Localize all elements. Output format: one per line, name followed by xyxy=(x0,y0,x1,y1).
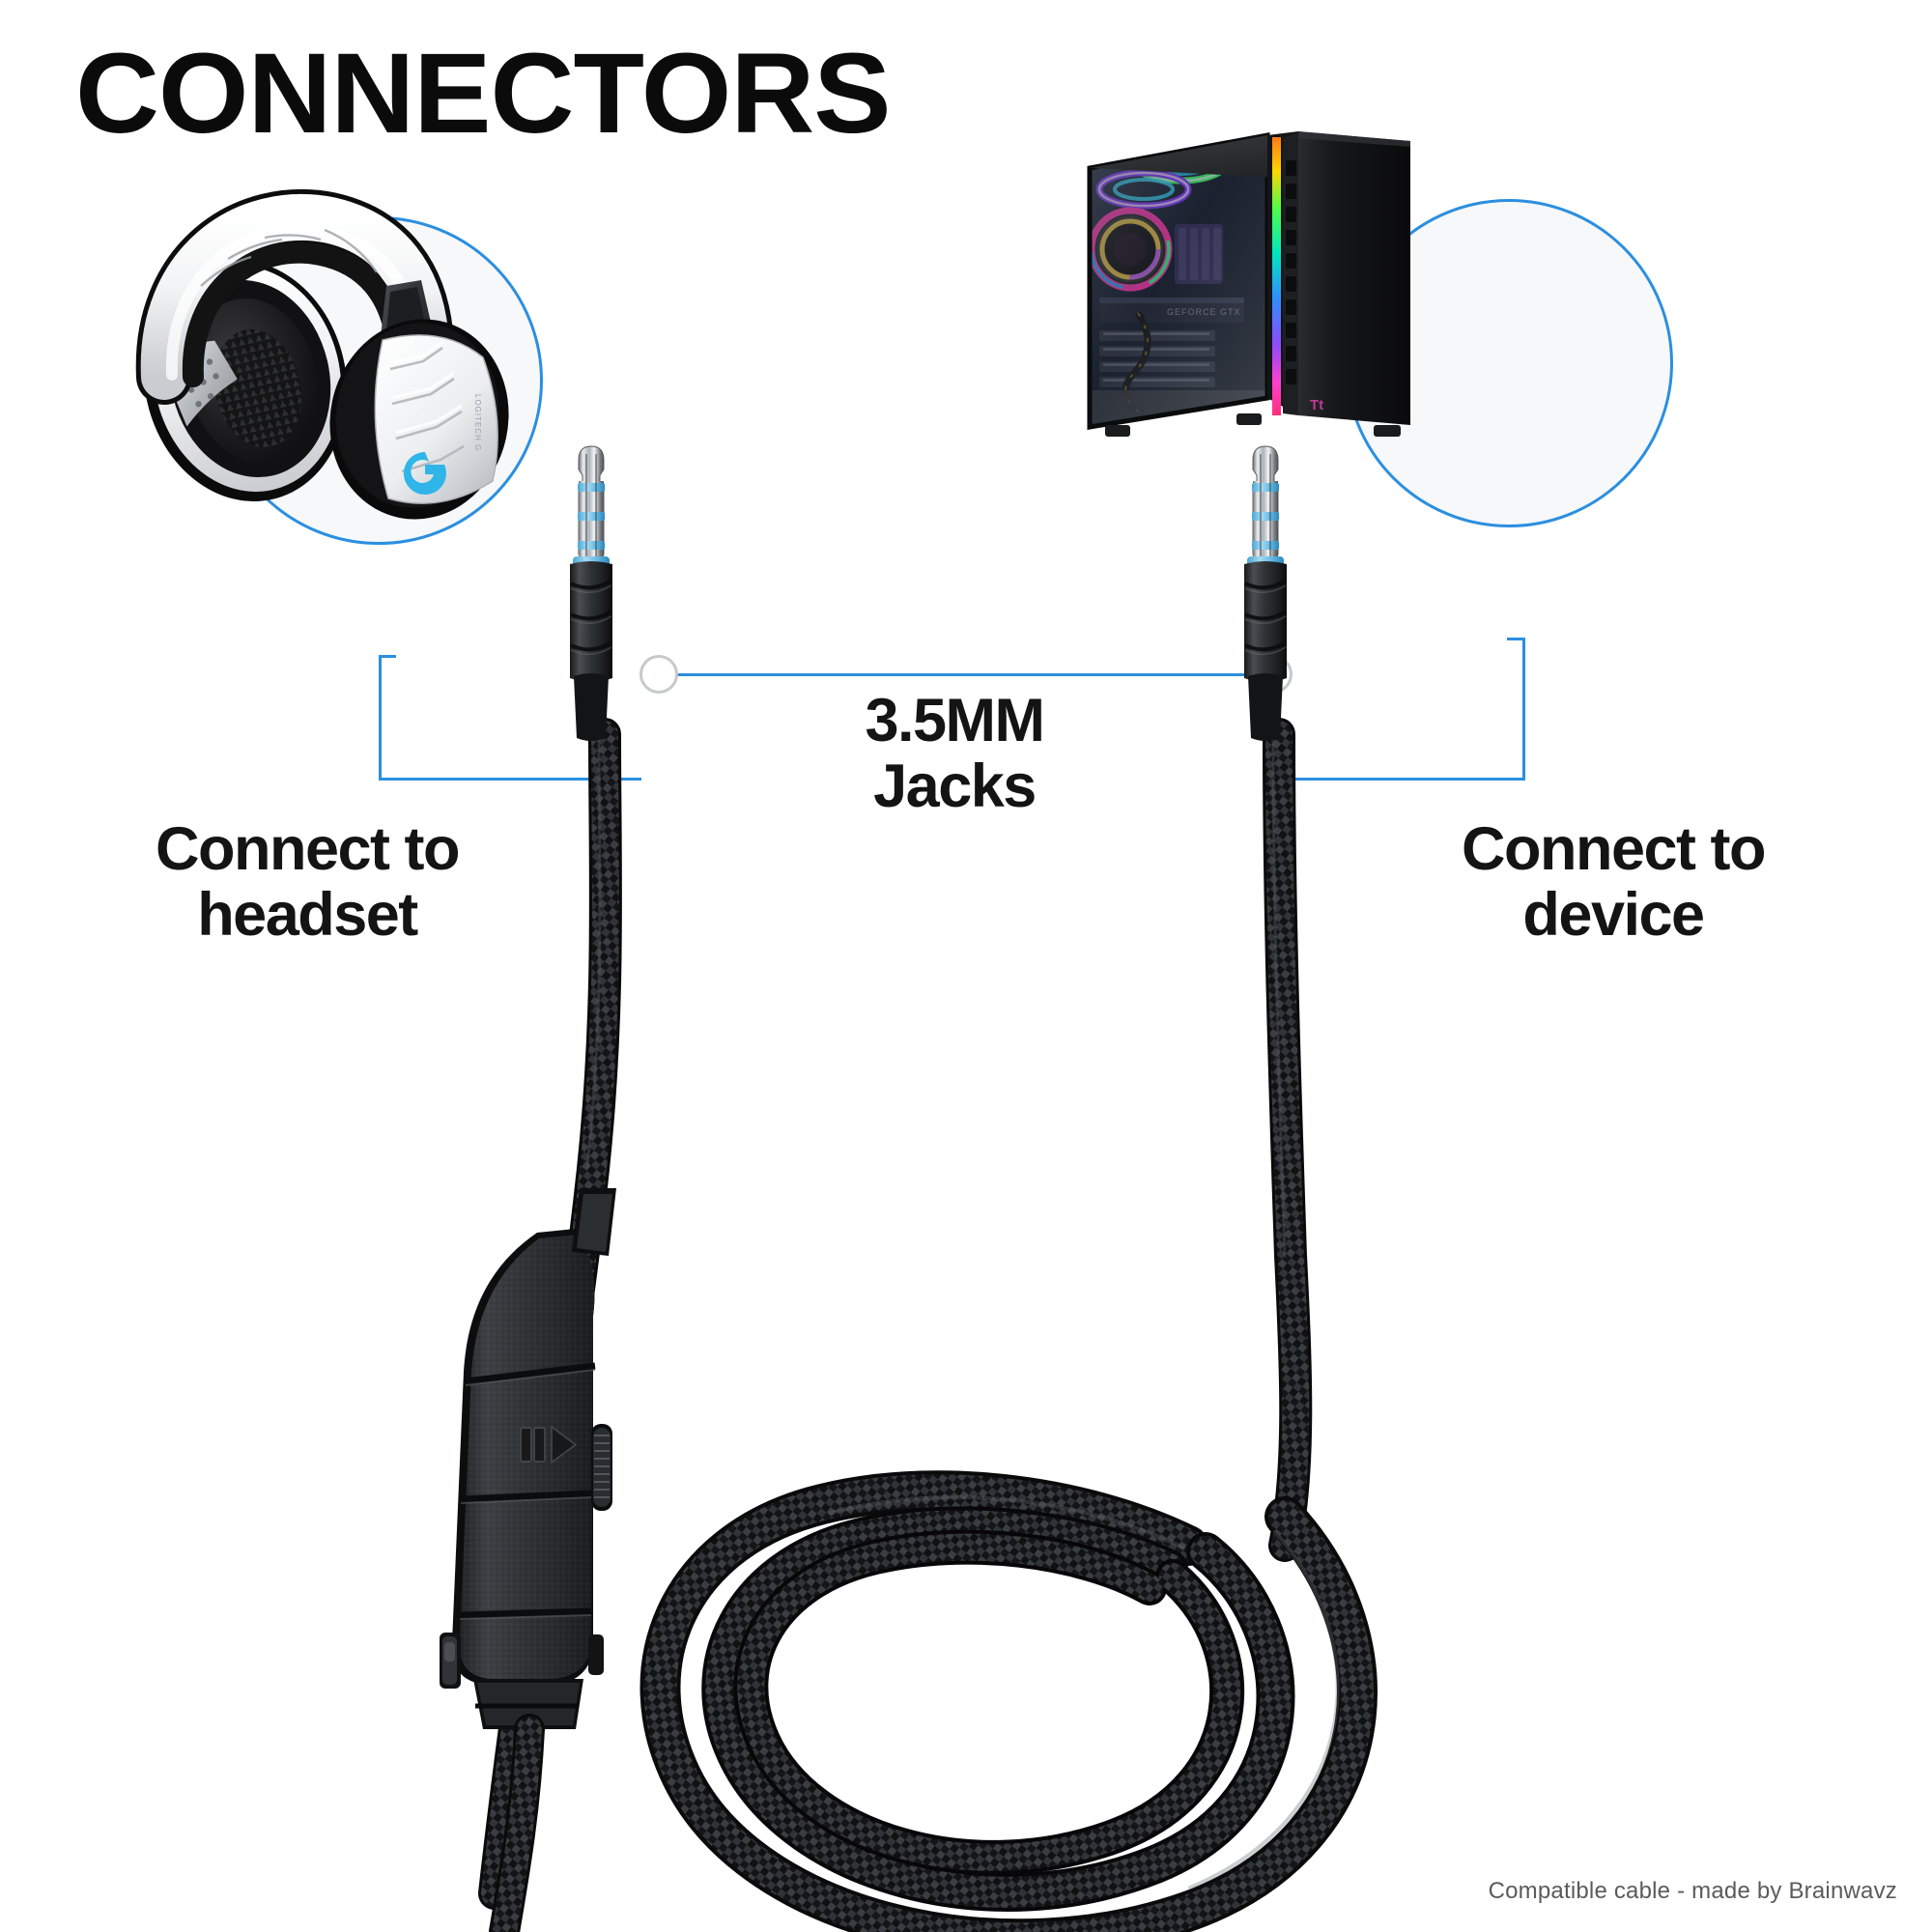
pc-feet xyxy=(1105,413,1401,437)
footer-note: Compatible cable - made by Brainwavz xyxy=(1488,1878,1897,1904)
leader-ring-right xyxy=(1254,655,1293,694)
control-bottom-cap xyxy=(473,1679,583,1729)
bracket-left-vertical xyxy=(379,655,382,781)
jack-ring-1 xyxy=(578,483,605,492)
gaming-headset-image: G933 LOGITECH G xyxy=(135,188,509,520)
play-pause-icon[interactable] xyxy=(522,1429,574,1461)
jack-ring-2 xyxy=(1252,512,1279,521)
center-leader-line xyxy=(676,673,1256,676)
control-side-nub xyxy=(588,1634,604,1675)
label-connect-to-headset: Connect to headset xyxy=(85,816,529,948)
bracket-right-vertical xyxy=(1522,638,1525,781)
bracket-right-bottom xyxy=(1293,778,1525,781)
logitech-g-logo xyxy=(403,451,446,495)
page-title: CONNECTORS xyxy=(75,30,892,157)
control-strain-relief xyxy=(572,1188,616,1256)
pc-front-bezel xyxy=(1267,131,1298,415)
jack-connector-headset xyxy=(570,445,613,741)
label-connect-to-device: Connect to device xyxy=(1391,816,1835,948)
label-center-line2: Jacks xyxy=(873,753,1037,821)
leader-ring-left xyxy=(639,655,678,694)
jack-ring-3 xyxy=(578,541,605,550)
headset-headband xyxy=(135,188,453,405)
mic-mute-switch[interactable] xyxy=(440,1633,461,1689)
bracket-left-bottom xyxy=(379,778,641,781)
svg-text:LOGITECH G: LOGITECH G xyxy=(473,394,482,451)
desktop-pc-tower-image: GEFORCE GTX xyxy=(1087,131,1410,437)
label-headset-line1: Connect to xyxy=(156,815,460,883)
bracket-right-top xyxy=(1507,638,1525,640)
thermaltake-logo: Tt xyxy=(1310,397,1323,413)
pc-front-face xyxy=(1298,131,1410,425)
jack-ring-3 xyxy=(1252,541,1279,550)
cable-coil xyxy=(639,1470,1378,1932)
label-device-line2: device xyxy=(1522,881,1705,950)
volume-wheel[interactable] xyxy=(591,1424,612,1511)
cable-left-tail xyxy=(489,1714,545,1932)
label-headset-line2: headset xyxy=(197,881,418,950)
label-center-line1: 3.5MM xyxy=(865,687,1045,754)
cable-right-branch xyxy=(1263,718,1313,1562)
jack-ring-2 xyxy=(578,512,605,521)
pc-rgb-light-strip xyxy=(1272,137,1281,415)
jack-ring-1 xyxy=(1252,483,1279,492)
label-3-5mm-jacks: 3.5MM Jacks xyxy=(732,688,1177,819)
headset-right-earcup: G933 LOGITECH G xyxy=(329,280,509,520)
jack-connector-device xyxy=(1244,445,1288,741)
label-device-line1: Connect to xyxy=(1462,815,1766,883)
inline-control-module[interactable] xyxy=(440,1229,612,1729)
bracket-left-top xyxy=(379,655,396,658)
pc-glass-side-panel: GEFORCE GTX xyxy=(1087,131,1270,430)
control-seams xyxy=(459,1362,596,1620)
